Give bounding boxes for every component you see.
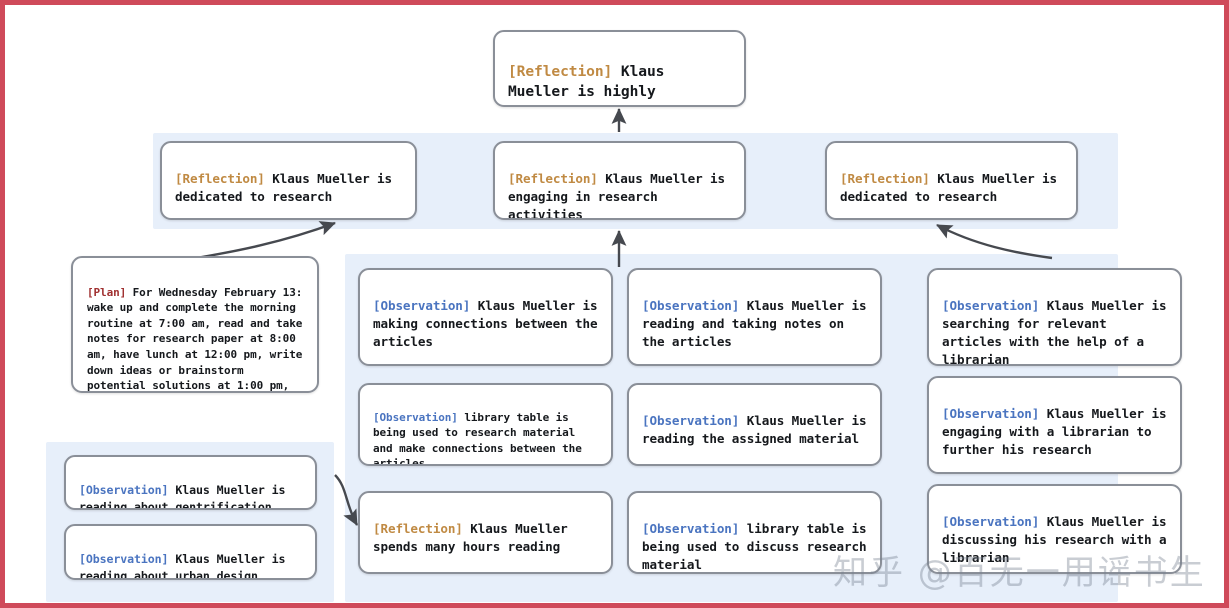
node-observation-gentrification[interactable]: [Observation] Klaus Mueller is reading a…: [64, 455, 317, 510]
node-root-reflection[interactable]: [Reflection] Klaus Mueller is highly ded…: [493, 30, 746, 107]
node-observation-library-table-connections[interactable]: [Observation] library table is being use…: [358, 383, 613, 466]
node-text: Klaus Mueller is engaging in research ac…: [508, 170, 725, 220]
node-tag-observation: [Observation]: [642, 520, 740, 536]
node-tag-observation: [Observation]: [79, 552, 169, 567]
node-tag-reflection: [Reflection]: [508, 62, 613, 80]
node-reflection-dedicated-left[interactable]: [Reflection] Klaus Mueller is dedicated …: [160, 141, 417, 220]
node-tag-reflection: [Reflection]: [508, 170, 598, 186]
node-text: library table is being used to research …: [373, 410, 582, 466]
node-text: Klaus Mueller is reading the assigned ma…: [642, 412, 867, 446]
node-tag-observation: [Observation]: [942, 405, 1040, 421]
node-tag-reflection: [Reflection]: [840, 170, 930, 186]
node-observation-library-table-discuss[interactable]: [Observation] library table is being use…: [627, 491, 882, 574]
node-observation-assigned-material[interactable]: [Observation] Klaus Mueller is reading t…: [627, 383, 882, 466]
node-tag-observation: [Observation]: [942, 297, 1040, 313]
node-text: Klaus Mueller is reading and taking note…: [642, 297, 867, 349]
node-observation-discussing-librarian[interactable]: [Observation] Klaus Mueller is discussin…: [927, 484, 1182, 574]
node-text: For Wednesday February 13: wake up and c…: [87, 285, 303, 393]
node-text: library table is being used to discuss r…: [642, 520, 867, 572]
node-tag-observation: [Observation]: [373, 297, 471, 313]
node-tag-observation: [Observation]: [79, 483, 169, 498]
node-text: Klaus Mueller is dedicated to research: [840, 170, 1057, 204]
node-text: Klaus Mueller is reading about urban des…: [79, 552, 286, 580]
node-tag-observation: [Observation]: [642, 412, 740, 428]
node-tag-observation: [Observation]: [373, 410, 458, 424]
node-text: Klaus Mueller is dedicated to research: [175, 170, 392, 204]
node-text: Klaus Mueller is discussing his research…: [942, 513, 1167, 565]
node-tag-plan: [Plan]: [87, 285, 127, 299]
node-observation-searching-articles[interactable]: [Observation] Klaus Mueller is searching…: [927, 268, 1182, 366]
node-reflection-many-hours[interactable]: [Reflection] Klaus Mueller spends many h…: [358, 491, 613, 574]
node-plan-wednesday[interactable]: [Plan] For Wednesday February 13: wake u…: [71, 256, 319, 393]
node-tag-observation: [Observation]: [642, 297, 740, 313]
node-text: Klaus Mueller is highly dedicated to res…: [508, 62, 691, 105]
node-tag-reflection: [Reflection]: [175, 170, 265, 186]
node-text: Klaus Mueller is engaging with a librari…: [942, 405, 1167, 457]
node-text: Klaus Mueller is making connections betw…: [373, 297, 598, 349]
node-tag-reflection: [Reflection]: [373, 520, 463, 536]
node-observation-connections[interactable]: [Observation] Klaus Mueller is making co…: [358, 268, 613, 366]
node-reflection-dedicated-right[interactable]: [Reflection] Klaus Mueller is dedicated …: [825, 141, 1078, 220]
node-text: Klaus Mueller is reading about gentrific…: [79, 483, 286, 510]
node-reflection-engaging-center[interactable]: [Reflection] Klaus Mueller is engaging i…: [493, 141, 746, 220]
node-observation-reading-notes[interactable]: [Observation] Klaus Mueller is reading a…: [627, 268, 882, 366]
node-text: Klaus Mueller is searching for relevant …: [942, 297, 1167, 366]
node-tag-observation: [Observation]: [942, 513, 1040, 529]
node-text: Klaus Mueller spends many hours reading: [373, 520, 568, 554]
node-observation-engaging-librarian[interactable]: [Observation] Klaus Mueller is engaging …: [927, 376, 1182, 474]
node-observation-urban-design[interactable]: [Observation] Klaus Mueller is reading a…: [64, 524, 317, 580]
